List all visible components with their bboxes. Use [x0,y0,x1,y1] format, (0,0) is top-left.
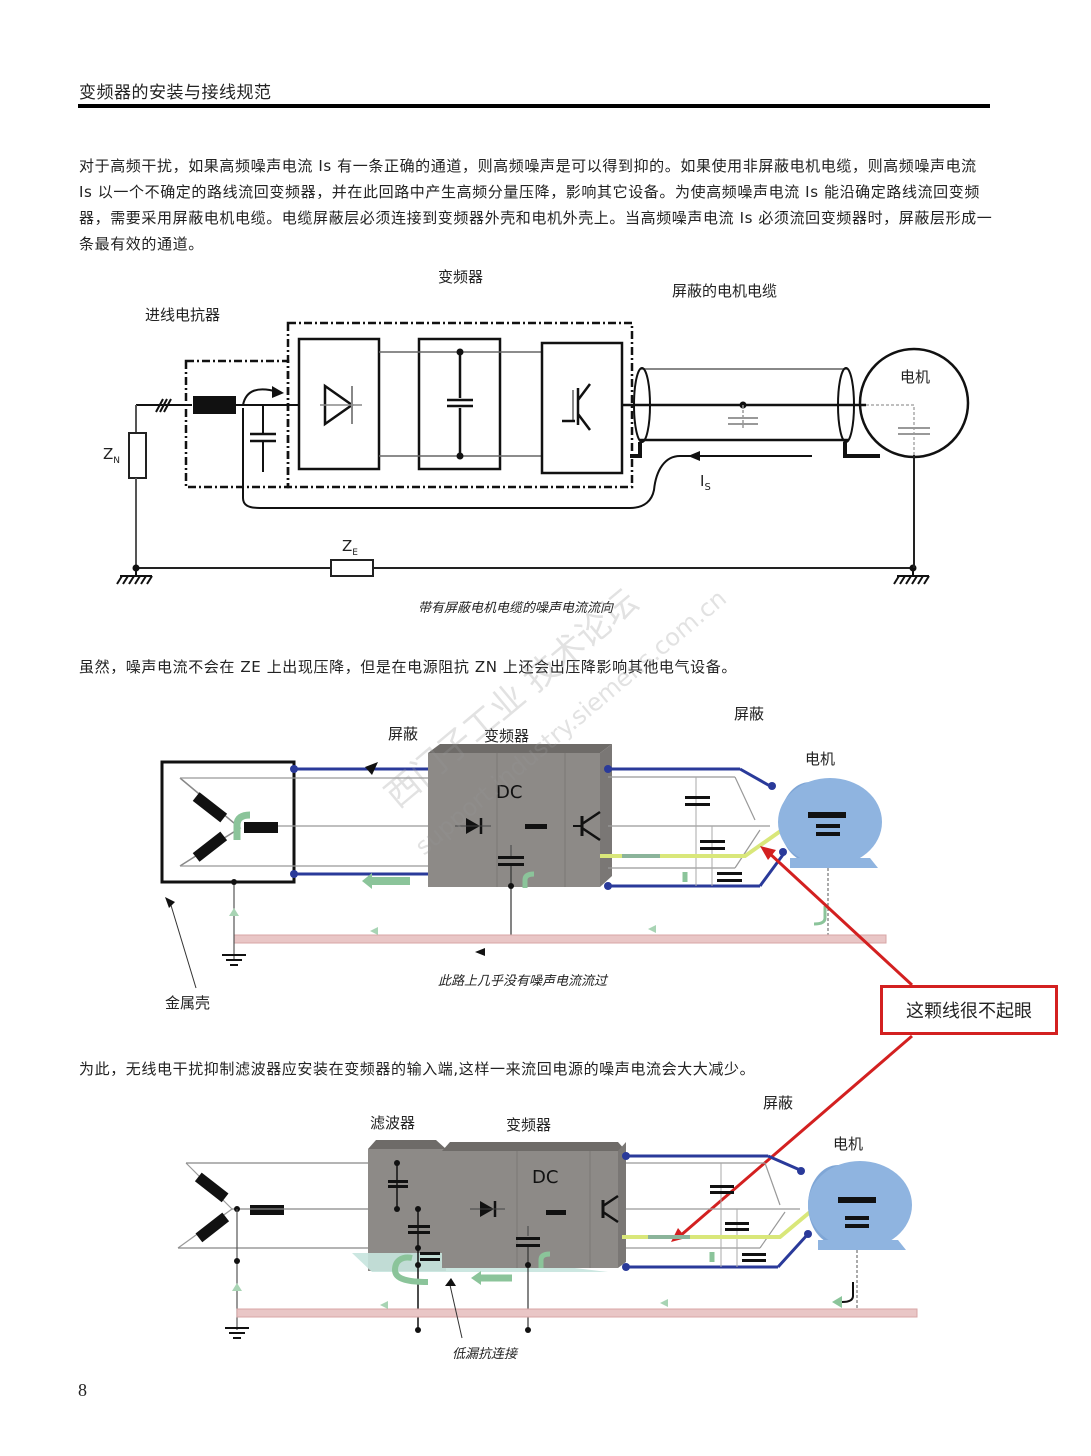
zn-letter: Z [103,445,114,463]
fig2-label-metal-enclosure: 金属壳 [165,994,211,1012]
motor-3d-icon-fig3 [808,1161,912,1312]
green-current-arrow-filter [392,1254,429,1285]
inverter-dashed-enclosure [286,321,634,489]
zn-impedance [128,432,147,479]
ze-subscript: E [352,548,358,558]
ground-right-icon [893,568,930,585]
figure-1-schematic: 变频器 进线电抗器 屏蔽的电机电缆 电机 ZN ZE IS [0,0,1091,620]
paragraph-ze-zn: 虽然，噪声电流不会在 ZE 上出现压降，但是在电源阻抗 ZN 上还会出压降影响其… [79,658,737,676]
fig3-drawing [177,1140,918,1339]
rectifier-block [297,337,381,471]
earth-ground-icon [222,954,246,966]
is-letter: I [700,472,705,490]
diode-icon-fig2 [455,818,491,834]
transistor-icon-fig3 [601,1194,619,1224]
reactor-capacitor-icon [250,405,276,472]
filter-capacitors-icon [388,1160,440,1333]
diode-icon [320,383,362,427]
fig3-label-inverter: 变频器 [506,1116,552,1134]
paragraph-intro: 对于高频干扰，如果高频噪声电流 Is 有一条正确的通道，则高频噪声是可以得到抑的… [79,157,993,253]
figure-3-with-filter: 滤波器 变频器 屏蔽 电机 [177,1094,918,1362]
return-path-wire [242,408,812,509]
fig1-label-ze: ZE [342,537,358,558]
dc-capacitor-icon [447,348,473,460]
ground-left-icon [116,568,153,585]
ze-letter: Z [342,537,353,555]
document-header-title: 变频器的安装与接线规范 [79,83,272,103]
fig1-label-zn: ZN [103,445,120,466]
earth-ground-icon-fig3 [225,1327,249,1339]
transistor-icon-fig2 [573,810,601,842]
fig1-label-is: IS [700,472,711,493]
igbt-transistor-icon [562,383,591,431]
fig3-label-shield: 屏蔽 [763,1094,794,1112]
fig3-label-filter: 滤波器 [370,1114,416,1132]
fig3-caption-low-impedance: 低漏抗连接 [452,1347,518,1362]
fig2-label-shield-left: 屏蔽 [388,725,419,743]
fig1-label-motor: 电机 [900,368,931,386]
fig1-caption: 带有屏蔽电机电缆的噪声电流流向 [418,601,614,616]
page-number: 8 [78,1380,87,1400]
igbt-block [540,341,624,475]
fig2-label-shield-right: 屏蔽 [734,705,765,723]
fig2-caption: 此路上几乎没有噪声电流流过 [438,974,608,989]
fig3-label-dc: DC [532,1167,559,1188]
fig1-label-shielded-cable: 屏蔽的电机电缆 [672,282,778,300]
shielded-cable [622,367,880,458]
fig2-label-inverter: 变频器 [484,727,530,745]
fig1-drawing [116,321,970,585]
filter-block-3d [368,1149,446,1271]
is-subscript: S [704,482,711,493]
figure-2-without-filter: 屏蔽 变频器 屏蔽 电机 金属壳 [160,705,887,1012]
fig2-label-motor: 电机 [805,750,836,768]
fig1-label-line-reactor: 进线电抗器 [145,306,221,324]
line-reactor-coil [193,396,236,414]
paragraph-filter: 为此，无线电干扰抑制滤波器应安装在变频器的输入端,这样一来流回电源的噪声电流会大… [79,1060,756,1078]
three-phase-marker-icon [155,398,172,413]
inverter-block-3d-fig3 [442,1151,618,1268]
fig2-label-dc: DC [496,782,523,803]
header-rule [78,104,990,108]
diode-icon-fig3 [470,1201,505,1217]
is-current-arrow [688,451,700,461]
fig3-label-motor: 电机 [833,1135,864,1153]
green-current-arrow-enclosure [233,811,251,840]
fig1-label-inverter: 变频器 [438,268,484,286]
annotation-callout: 这颗线很不起眼 [880,985,1058,1035]
ground-bar-fig3 [236,1308,918,1318]
fig2-drawing [160,744,887,989]
zn-subscript: N [113,456,121,466]
